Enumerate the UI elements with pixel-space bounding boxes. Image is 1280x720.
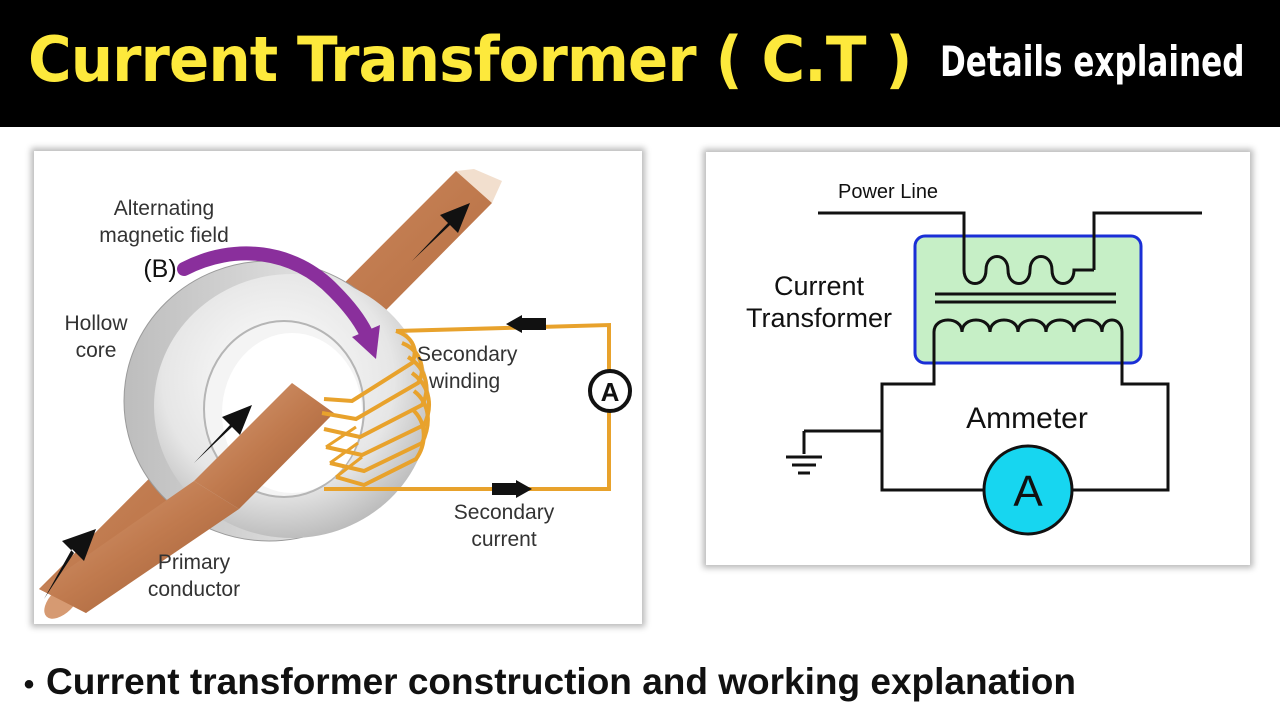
secondary-coil bbox=[932, 318, 1124, 362]
label-ammeter: Ammeter bbox=[966, 402, 1088, 435]
power-line-wire bbox=[818, 211, 1202, 270]
page-title: Current Transformer ( C.T ) bbox=[28, 23, 912, 96]
label-alternating: Alternating bbox=[114, 197, 214, 220]
ammeter-symbol: A bbox=[588, 369, 632, 413]
label-core: core bbox=[76, 339, 117, 362]
svg-text:A: A bbox=[601, 377, 620, 407]
ct-box bbox=[913, 234, 1143, 365]
secondary-current-arrows bbox=[492, 315, 546, 498]
label-secondary-winding-2: winding bbox=[428, 370, 500, 393]
bullet-dot: • bbox=[23, 668, 35, 701]
magnetic-field-arrow bbox=[177, 246, 373, 340]
title-banner: Current Transformer ( C.T ) Details expl… bbox=[0, 0, 1280, 127]
ground-symbol bbox=[786, 429, 882, 475]
page-subtitle: Details explained bbox=[940, 37, 1245, 86]
label-secondary-current-1: Secondary bbox=[454, 501, 555, 524]
ct-schematic-diagram: A Power Line Current Transformer Ammeter bbox=[706, 152, 1250, 565]
ct-schematic-svg: A Power Line Current Transformer Ammeter bbox=[746, 181, 1202, 536]
label-secondary-winding-1: Secondary bbox=[417, 343, 518, 366]
label-conductor: conductor bbox=[148, 578, 240, 601]
ct-construction-diagram: A Alternating magnetic field (B) Hollow … bbox=[34, 151, 642, 624]
label-field-symbol: (B) bbox=[143, 255, 176, 283]
svg-text:A: A bbox=[1013, 467, 1043, 516]
primary-conductor-front bbox=[194, 383, 334, 509]
primary-coil bbox=[962, 255, 1094, 285]
label-current: Current bbox=[774, 271, 865, 301]
label-transformer: Transformer bbox=[746, 303, 892, 333]
bullet-item: • Current transformer construction and wo… bbox=[12, 656, 1076, 708]
ammeter-symbol: A bbox=[982, 444, 1074, 536]
secondary-winding bbox=[321, 329, 431, 488]
secondary-circuit-wire bbox=[880, 362, 1170, 492]
bullet-text: Current transformer construction and wor… bbox=[46, 661, 1076, 702]
label-power-line: Power Line bbox=[838, 181, 938, 203]
label-hollow: Hollow bbox=[64, 312, 128, 335]
ct-construction-svg: A Alternating magnetic field (B) Hollow … bbox=[39, 169, 632, 619]
label-primary: Primary bbox=[158, 551, 231, 574]
label-magnetic-field: magnetic field bbox=[99, 224, 229, 247]
label-secondary-current-2: current bbox=[471, 528, 537, 551]
primary-current-arrows bbox=[44, 203, 470, 599]
